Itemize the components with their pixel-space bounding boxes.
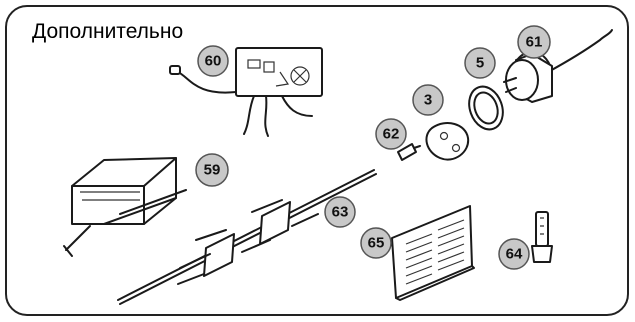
callout-3: 3 [412,84,444,116]
callout-5: 5 [464,47,496,79]
callout-64: 64 [498,238,530,270]
svg-text:64: 64 [506,246,523,263]
part-60-receiver-unit [169,47,323,137]
part-61-motor [503,29,613,103]
callout-65: 65 [360,227,392,259]
part-3-bracket [425,122,470,161]
svg-text:61: 61 [526,34,543,51]
svg-text:62: 62 [383,126,400,143]
callout-62: 62 [375,118,407,150]
part-59-housing [63,157,187,257]
part-65-basket [391,205,475,301]
part-5-ring [468,85,504,131]
part-64-connector [531,211,553,263]
svg-text:60: 60 [205,53,222,70]
part-63-spit [117,169,377,305]
svg-text:3: 3 [424,92,432,109]
svg-text:59: 59 [204,162,221,179]
diagram-heading: Дополнительно [32,20,184,43]
part-62-pin [397,143,421,161]
callout-60: 60 [197,45,229,77]
svg-text:5: 5 [476,55,484,72]
callout-63: 63 [324,196,356,228]
svg-text:65: 65 [368,235,385,252]
callout-59: 59 [195,153,229,187]
svg-text:63: 63 [332,204,349,221]
callout-61: 61 [517,25,551,59]
